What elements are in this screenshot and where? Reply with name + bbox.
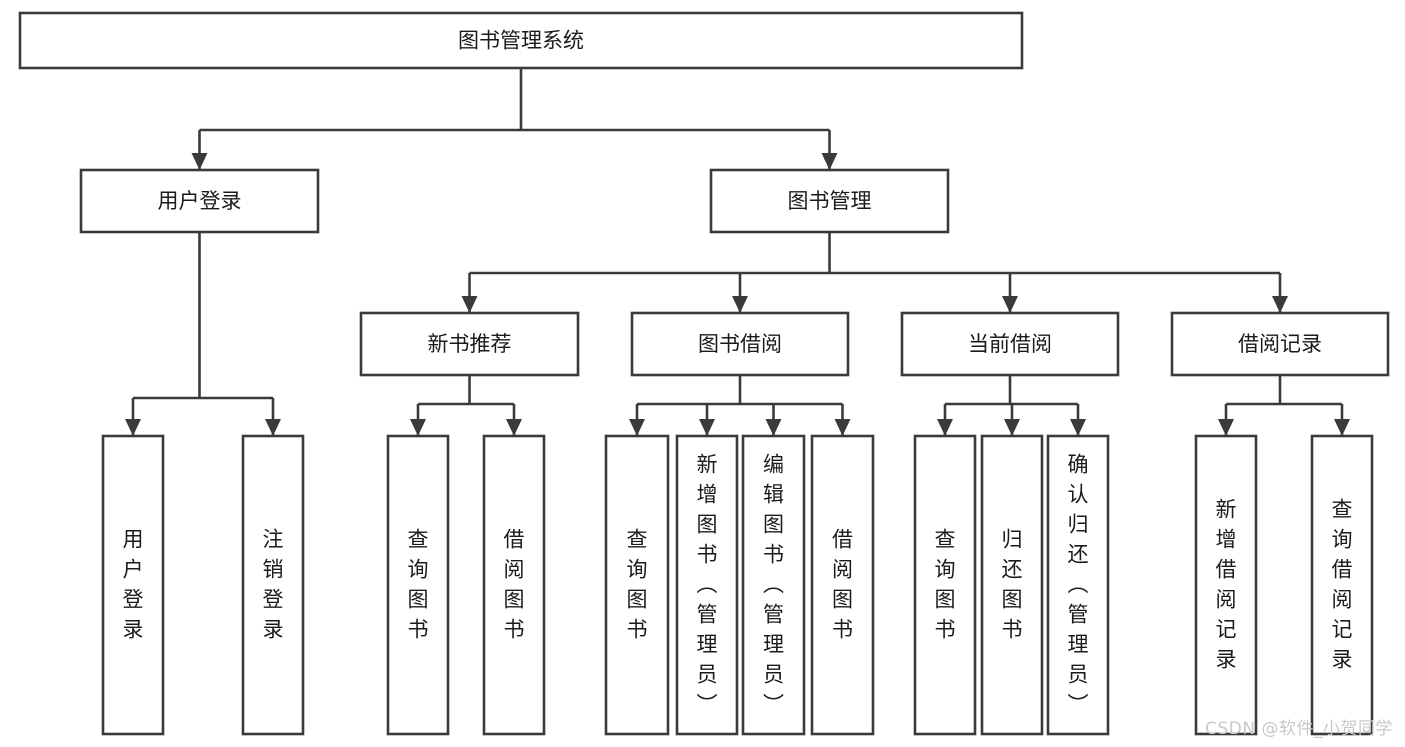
node-label: 归还图书 — [1002, 528, 1023, 642]
node-user-login[interactable]: 用户登录 — [79, 168, 320, 234]
arrow-head-icon — [410, 419, 426, 436]
node-box — [1170, 311, 1390, 377]
node-leaf-query-book-3[interactable]: 查询图书 — [913, 434, 977, 736]
node-label: 查询图书 — [627, 528, 648, 642]
node-box — [482, 434, 546, 736]
arrow-head-icon — [732, 296, 748, 313]
node-label: 借阅图书 — [504, 528, 525, 642]
node-leaf-borrow-book-2[interactable]: 借阅图书 — [810, 434, 875, 736]
node-leaf-edit-book-admin[interactable]: 编辑图书︵管理员︶ — [741, 434, 806, 736]
node-label: 借阅记录 — [1238, 332, 1322, 356]
node-borrow-record[interactable]: 借阅记录 — [1170, 311, 1390, 377]
node-leaf-logout-login[interactable]: 注销登录 — [241, 434, 305, 736]
node-label: 查询图书 — [935, 528, 956, 642]
node-label: 图书管理 — [788, 189, 872, 213]
node-leaf-user-login[interactable]: 用户登录 — [101, 434, 165, 736]
node-box — [1046, 434, 1110, 736]
node-label: 当前借阅 — [968, 332, 1052, 356]
node-box — [630, 311, 850, 377]
arrow-head-icon — [1002, 296, 1018, 313]
node-label: 借阅图书 — [832, 528, 853, 642]
node-book-borrow[interactable]: 图书借阅 — [630, 311, 850, 377]
node-label: 图书借阅 — [698, 332, 782, 356]
node-leaf-borrow-book-1[interactable]: 借阅图书 — [482, 434, 546, 736]
arrow-head-icon — [834, 419, 851, 436]
arrow-head-icon — [699, 419, 715, 436]
arrow-head-icon — [1218, 419, 1234, 436]
arrow-head-icon — [1272, 296, 1288, 313]
node-leaf-confirm-return-admin[interactable]: 确认归还︵管理员︶ — [1046, 434, 1110, 736]
arrow-head-icon — [191, 153, 208, 170]
arrow-head-icon — [506, 419, 522, 436]
node-box — [810, 434, 875, 736]
arrow-head-icon — [125, 419, 141, 436]
arrow-head-icon — [937, 419, 953, 436]
node-box — [1310, 434, 1374, 736]
node-box — [18, 11, 1024, 70]
diagram-nodes: 图书管理系统用户登录图书管理新书推荐图书借阅当前借阅借阅记录用户登录注销登录查询… — [18, 11, 1390, 736]
node-box — [913, 434, 977, 736]
node-label: 查询图书 — [408, 528, 429, 642]
node-label: 新书推荐 — [428, 332, 512, 356]
arrow-head-icon — [765, 419, 782, 436]
arrow-head-icon — [1070, 419, 1086, 436]
csdn-watermark: CSDN @软件_小贺同学 — [1205, 719, 1393, 739]
node-box — [241, 434, 305, 736]
node-label: 图书管理系统 — [458, 29, 584, 53]
node-leaf-query-book-1[interactable]: 查询图书 — [386, 434, 450, 736]
arrow-head-icon — [629, 419, 645, 436]
arrow-head-icon — [461, 296, 478, 313]
node-current-borrow[interactable]: 当前借阅 — [900, 311, 1120, 377]
connector-group-current-borrow — [937, 375, 1086, 436]
node-label: 确认归还︵管理员︶ — [1068, 453, 1089, 717]
node-box — [1194, 434, 1258, 736]
arrow-head-icon — [1334, 419, 1350, 436]
node-label: 编辑图书︵管理员︶ — [763, 453, 784, 717]
node-box — [386, 434, 450, 736]
node-leaf-add-book-admin[interactable]: 新增图书︵管理员︶ — [675, 434, 739, 736]
node-new-book-recommend[interactable]: 新书推荐 — [359, 311, 580, 377]
connector-group-new-book-recommend — [410, 375, 522, 436]
node-label: 用户登录 — [158, 189, 242, 213]
connector-group-root — [191, 68, 838, 170]
node-label: 新增借阅记录 — [1216, 498, 1237, 672]
node-leaf-query-borrow-record[interactable]: 查询借阅记录 — [1310, 434, 1374, 736]
node-box — [675, 434, 739, 736]
arrow-head-icon — [265, 419, 281, 436]
node-label: 新增图书︵管理员︶ — [697, 453, 718, 717]
connector-lines — [125, 68, 1350, 436]
node-root[interactable]: 图书管理系统 — [18, 11, 1024, 70]
node-box — [101, 434, 165, 736]
arrow-head-icon — [1004, 419, 1020, 436]
node-leaf-return-book[interactable]: 归还图书 — [980, 434, 1044, 736]
node-box — [604, 434, 670, 736]
node-leaf-add-borrow-record[interactable]: 新增借阅记录 — [1194, 434, 1258, 736]
node-label: 用户登录 — [123, 528, 144, 642]
node-box — [741, 434, 806, 736]
connector-group-user-login — [125, 232, 281, 436]
node-box — [359, 311, 580, 377]
arrow-head-icon — [821, 153, 838, 170]
connector-group-borrow-record — [1218, 375, 1350, 436]
node-label: 查询借阅记录 — [1332, 498, 1353, 672]
node-box — [709, 168, 950, 234]
node-box — [900, 311, 1120, 377]
node-leaf-query-book-2[interactable]: 查询图书 — [604, 434, 670, 736]
node-label: 注销登录 — [263, 528, 284, 642]
node-book-manage[interactable]: 图书管理 — [709, 168, 950, 234]
node-box — [980, 434, 1044, 736]
connector-group-book-manage — [461, 232, 1288, 313]
connector-group-book-borrow — [629, 375, 851, 436]
node-box — [79, 168, 320, 234]
